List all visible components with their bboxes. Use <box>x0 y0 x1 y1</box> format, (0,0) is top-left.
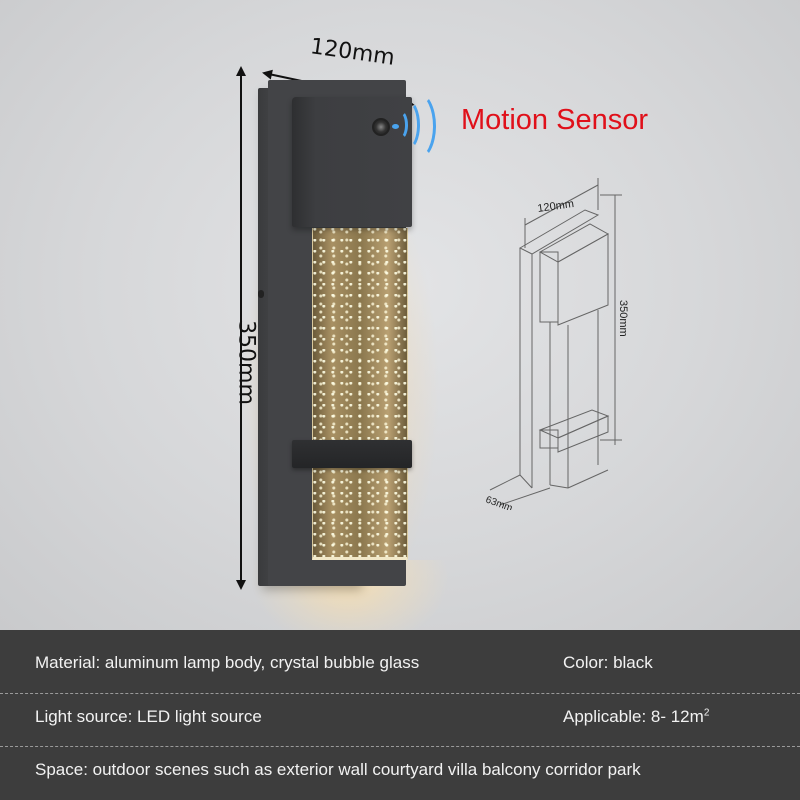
lamp-band <box>292 440 412 468</box>
motion-sensor-icon <box>372 118 390 136</box>
spec-material: Material: aluminum lamp body, crystal bu… <box>35 653 420 672</box>
crystal-bubble-glass <box>312 228 408 518</box>
height-dimension-label: 350mm <box>233 320 259 405</box>
height-dimension-arrow <box>236 66 246 590</box>
mounting-screw <box>258 290 264 298</box>
width-dimension-label: 120mm <box>308 34 397 71</box>
spec-panel: Material: aluminum lamp body, crystal bu… <box>0 630 800 800</box>
spec-color: Color: black <box>563 653 653 672</box>
product-photo: 350mm 120mm Motion Sensor <box>0 0 800 630</box>
drawing-width-label: 120mm <box>537 198 575 215</box>
sensor-wave-icon <box>400 92 436 160</box>
dimension-line-drawing: 120mm 350mm 63mm <box>484 178 629 510</box>
motion-sensor-label: Motion Sensor <box>461 104 648 136</box>
spec-space: Space: outdoor scenes such as exterior w… <box>35 760 641 779</box>
drawing-height-label: 350mm <box>617 300 629 337</box>
spec-applicable-text: Applicable: 8- 12m <box>563 707 704 726</box>
drawing-depth-label: 63mm <box>484 494 514 510</box>
crystal-bubble-glass-lower <box>312 500 408 560</box>
spec-divider <box>0 746 800 747</box>
spec-divider <box>0 693 800 694</box>
spec-applicable: Applicable: 8- 12m2 <box>563 707 709 727</box>
spec-applicable-superscript: 2 <box>703 707 710 719</box>
spec-light-source: Light source: LED light source <box>35 707 262 726</box>
